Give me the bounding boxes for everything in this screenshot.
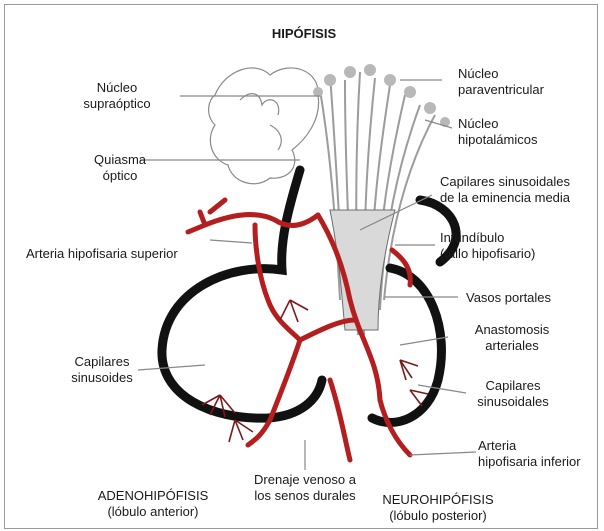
label-line: Capilares sinusoidales [430, 174, 580, 190]
label-line: arteriales [452, 338, 572, 354]
label-line: (tallo hipofisario) [440, 246, 535, 262]
label-line: óptico [80, 168, 160, 184]
label-line: supraóptico [62, 96, 172, 112]
gland-outlines [162, 170, 456, 422]
label-infundibulo: Infundíbulo (tallo hipofisario) [440, 230, 535, 262]
label-line: paraventricular [458, 82, 544, 98]
label-line: (lóbulo posterior) [368, 508, 508, 524]
infundibulum-stalk [330, 210, 395, 330]
label-line: Arteria hipofisaria superior [26, 246, 178, 262]
label-line: ADENOHIPÓFISIS [88, 488, 218, 504]
label-nucleo-paraventricular: Núcleo paraventricular [458, 66, 544, 98]
label-nucleo-hipotalamicos: Núcleo hipotalámicos [458, 116, 538, 148]
label-capilares-sinusoidales: Capilares sinusoidales [468, 378, 558, 410]
label-line: hipofisaria inferior [478, 454, 581, 470]
label-quiasma-optico: Quiasma óptico [80, 152, 160, 184]
label-line: NEUROHIPÓFISIS [368, 492, 508, 508]
label-line: Núcleo [458, 66, 544, 82]
label-line: Capilares [62, 354, 142, 370]
diagram-title: HIPÓFISIS [244, 26, 364, 42]
label-arteria-superior: Arteria hipofisaria superior [26, 246, 178, 262]
label-line: Infundíbulo [440, 230, 535, 246]
label-line: hipotalámicos [458, 132, 538, 148]
label-nucleo-supraoptico: Núcleo supraóptico [62, 80, 172, 112]
label-capilares-sinusoides: Capilares sinusoides [62, 354, 142, 386]
label-line: de la eminencia media [430, 190, 580, 206]
label-vasos-portales: Vasos portales [466, 290, 551, 306]
label-line: Arteria [478, 438, 581, 454]
label-line: sinusoidales [468, 394, 558, 410]
label-line: Núcleo [458, 116, 538, 132]
label-line: Núcleo [62, 80, 172, 96]
label-line: Vasos portales [466, 290, 551, 306]
label-arteria-inferior: Arteria hipofisaria inferior [478, 438, 581, 470]
label-line: sinusoides [62, 370, 142, 386]
label-neurohipofisis: NEUROHIPÓFISIS (lóbulo posterior) [368, 492, 508, 524]
label-capilares-eminencia: Capilares sinusoidales de la eminencia m… [430, 174, 580, 206]
label-line: Capilares [468, 378, 558, 394]
label-line: Anastomosis [452, 322, 572, 338]
label-anastomosis: Anastomosis arteriales [452, 322, 572, 354]
label-line: los senos durales [240, 488, 370, 504]
label-drenaje-venoso: Drenaje venoso a los senos durales [240, 472, 370, 504]
label-line: Quiasma [80, 152, 160, 168]
label-adenohipofisis: ADENOHIPÓFISIS (lóbulo anterior) [88, 488, 218, 520]
label-line: Drenaje venoso a [240, 472, 370, 488]
label-line: (lóbulo anterior) [88, 504, 218, 520]
